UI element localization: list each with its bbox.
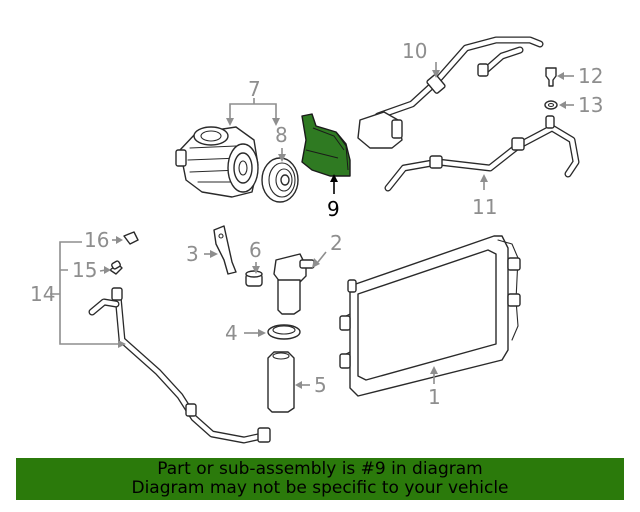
dryer-cover-part xyxy=(267,351,295,413)
condenser-part xyxy=(339,235,521,397)
part-info-banner: Part or sub-assembly is #9 in diagram Di… xyxy=(16,458,624,500)
callout-9-highlighted[interactable]: 9 xyxy=(327,197,340,221)
callout-16: 16 xyxy=(84,228,109,252)
bracket-part-9-highlighted[interactable] xyxy=(301,113,351,177)
callout-labels: 1 2 3 4 5 6 7 8 9 10 11 12 13 14 15 16 xyxy=(30,39,603,409)
leader-lines xyxy=(50,62,574,389)
callout-3: 3 xyxy=(186,242,199,266)
callout-6: 6 xyxy=(249,238,262,262)
mount-bracket-part xyxy=(213,225,237,275)
callout-8: 8 xyxy=(275,123,288,147)
callout-13: 13 xyxy=(578,93,603,117)
callout-2: 2 xyxy=(330,231,343,255)
callout-12: 12 xyxy=(578,64,603,88)
seal-part-13 xyxy=(544,100,558,110)
fitting-part-12 xyxy=(545,67,557,87)
cap-part-16 xyxy=(123,231,139,245)
lower-hose-part xyxy=(384,115,580,192)
banner-line-disclaimer: Diagram may not be specific to your vehi… xyxy=(131,478,509,498)
valve-core-part-15 xyxy=(109,260,123,275)
callout-5: 5 xyxy=(314,373,327,397)
callout-10: 10 xyxy=(402,39,427,63)
receiver-dryer-part xyxy=(273,253,315,315)
liquid-line-part xyxy=(88,287,271,444)
upper-hose-part xyxy=(357,36,544,149)
callout-11: 11 xyxy=(472,195,497,219)
callout-1: 1 xyxy=(428,385,441,409)
callout-14: 14 xyxy=(30,282,55,306)
clamp-ring-part xyxy=(267,324,301,340)
clutch-part xyxy=(261,157,299,203)
compressor-part xyxy=(175,126,259,198)
callout-7: 7 xyxy=(248,77,261,101)
banner-line-part-number: Part or sub-assembly is #9 in diagram xyxy=(157,459,483,479)
callout-4: 4 xyxy=(225,321,238,345)
callout-15: 15 xyxy=(72,258,97,282)
valve-part xyxy=(245,270,263,287)
parts-diagram: 1 2 3 4 5 6 7 8 9 10 11 12 13 14 15 16 xyxy=(30,36,603,444)
